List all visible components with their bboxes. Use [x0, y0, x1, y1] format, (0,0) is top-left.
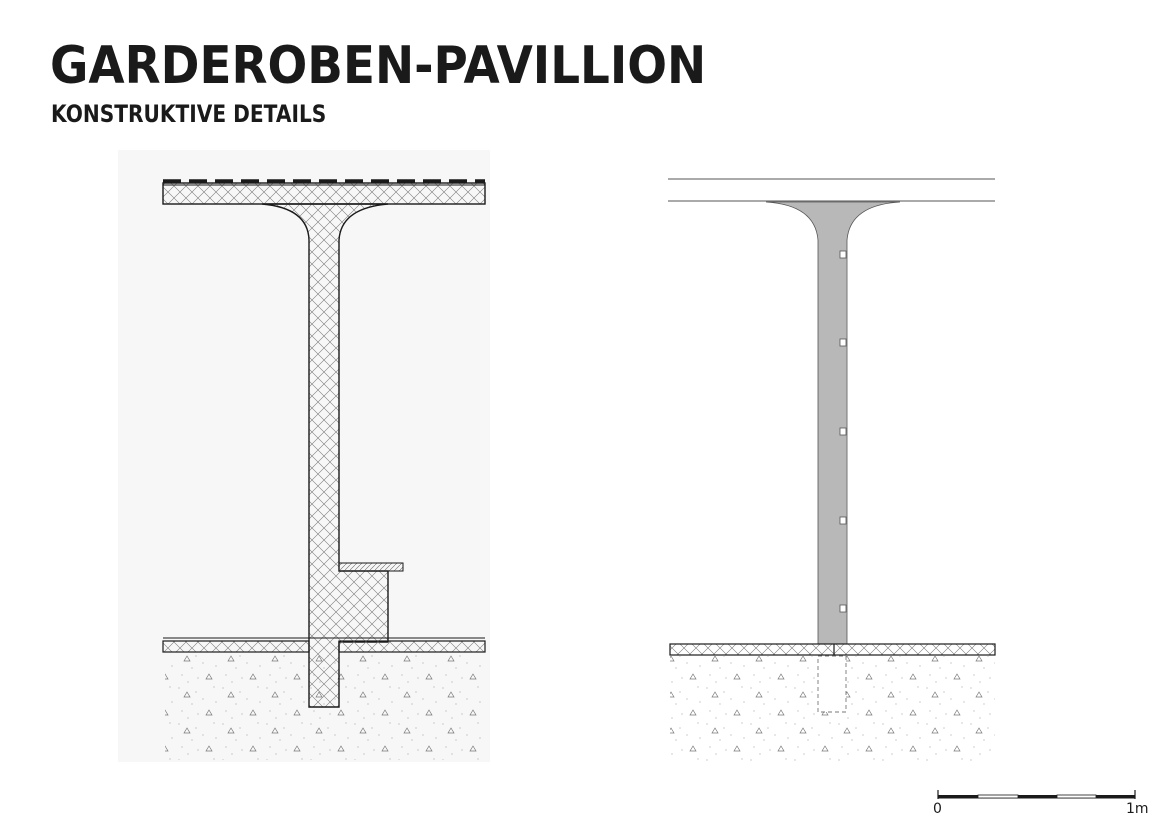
column-elevation: [765, 201, 901, 645]
hidden-foundation: [817, 655, 847, 713]
coat-hook: [839, 604, 847, 613]
floor-slab-right: [338, 640, 486, 653]
elevation-detail: [668, 178, 996, 762]
floor-slab-left: [162, 640, 310, 653]
page-subtitle: KONSTRUKTIVE DETAILS: [51, 100, 327, 128]
coat-hook: [839, 427, 847, 436]
scale-end-label: 1m: [1126, 801, 1149, 817]
bench-seat: [338, 562, 404, 572]
roof-slab: [162, 182, 486, 205]
section-detail: [118, 150, 490, 762]
coat-hook: [839, 516, 847, 525]
floor-slab: [669, 643, 996, 656]
scale-start-label: 0: [933, 801, 942, 817]
coat-hook: [839, 338, 847, 347]
scale-bar: [937, 790, 1136, 799]
coat-hook: [839, 250, 847, 259]
page-title: GARDEROBEN-PAVILLION: [50, 36, 707, 96]
